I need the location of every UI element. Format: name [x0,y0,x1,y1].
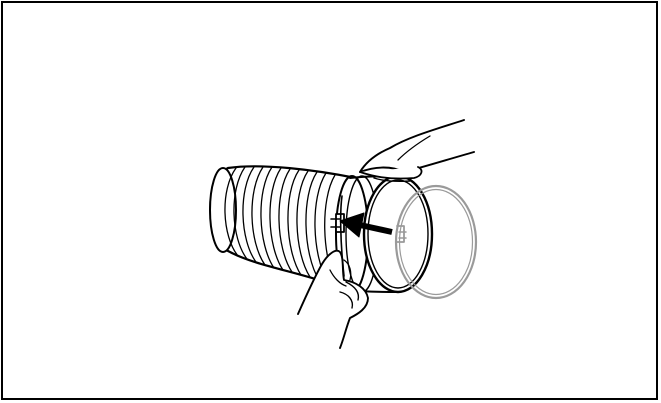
upper-hand-icon [359,119,475,182]
duct-flange-icon [335,174,434,294]
hose-clamp-icon [394,184,478,300]
clamp-slide-arrow-icon [339,212,393,238]
duct-hose-icon [209,165,358,292]
lower-hand-icon [297,249,369,349]
